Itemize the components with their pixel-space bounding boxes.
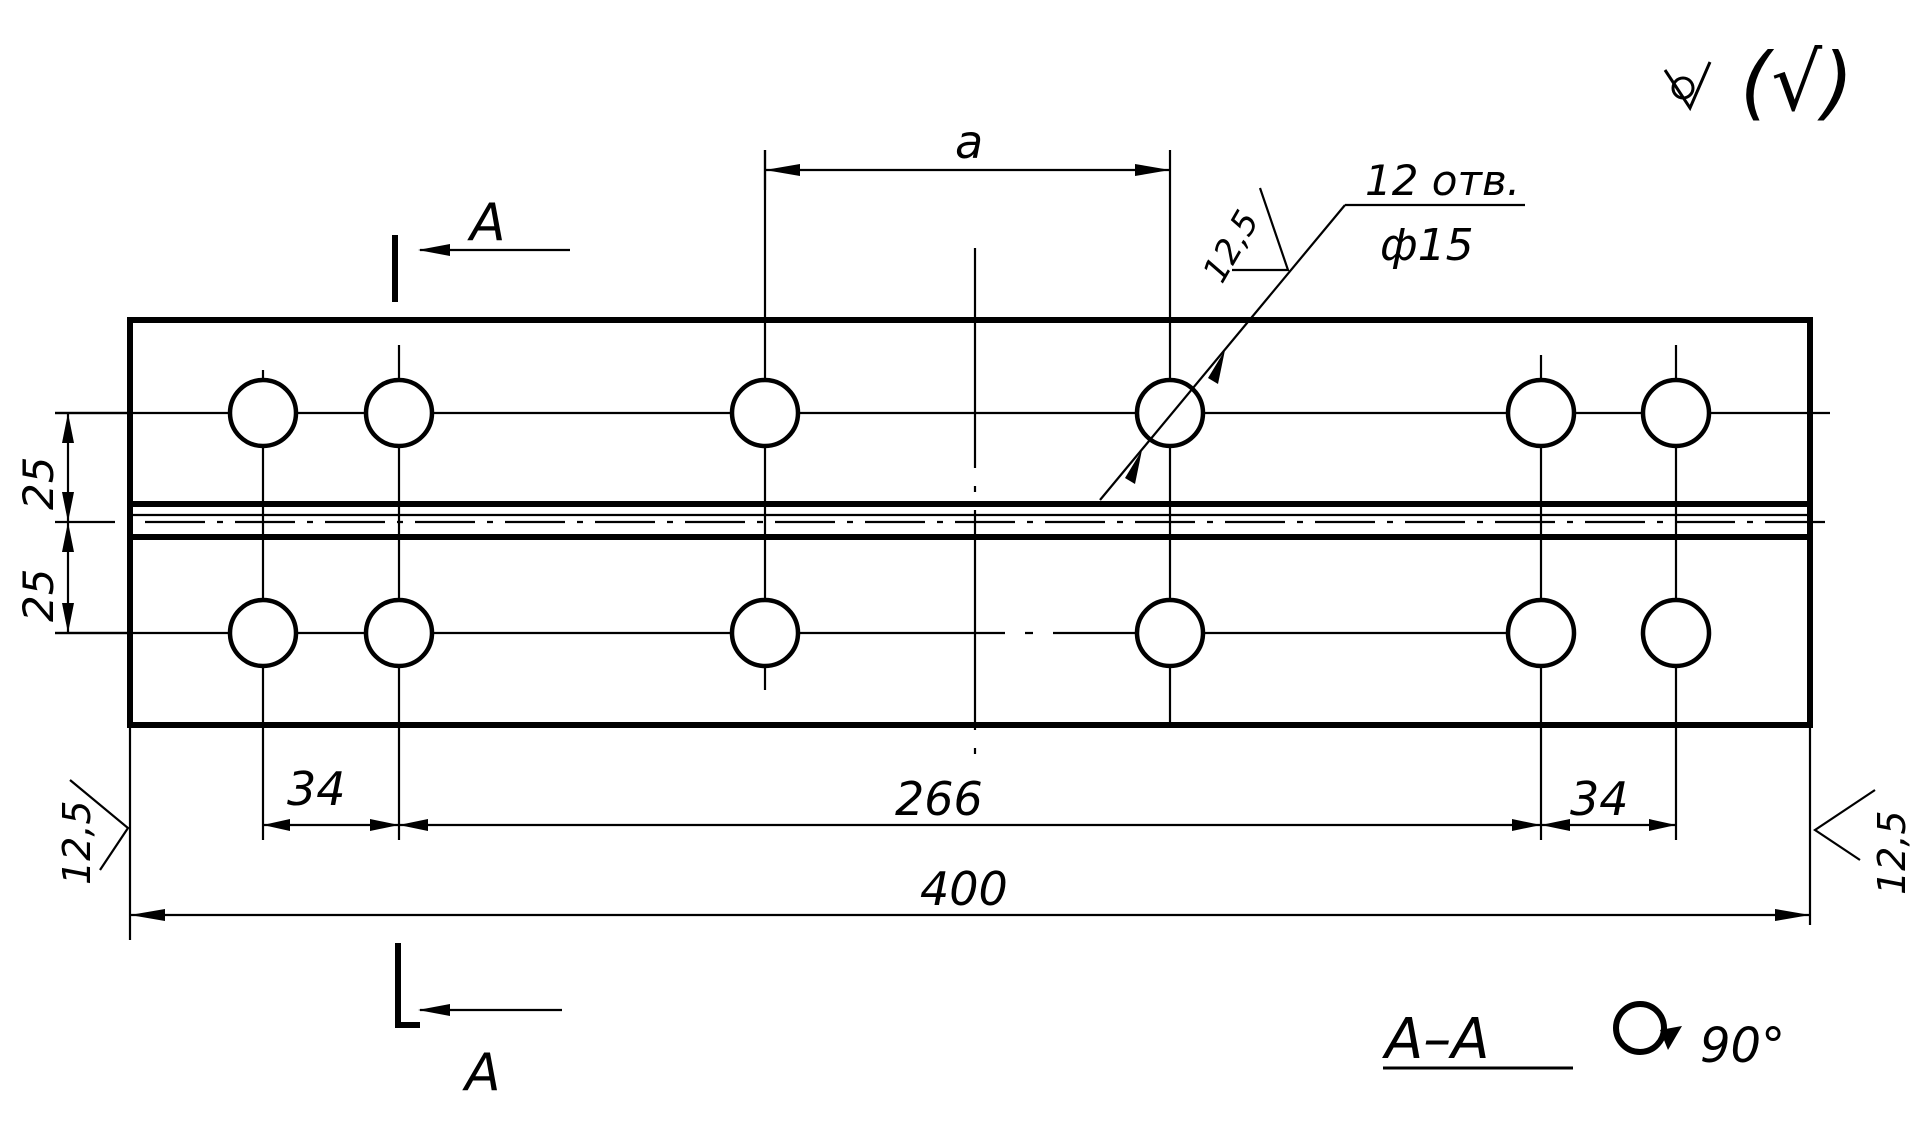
- section-arrow-bottom-head: [418, 1004, 450, 1016]
- dim-label-25-bottom: 25: [14, 569, 63, 622]
- arrow-400-left: [130, 909, 165, 921]
- roughness-check: [1663, 61, 1712, 112]
- hole-note-arrow-1: [1125, 450, 1142, 484]
- dim-label-266: 266: [895, 772, 983, 826]
- hole-12: [1640, 597, 1712, 669]
- hole-8: [363, 597, 435, 669]
- hole-9: [729, 597, 801, 669]
- arrow-34r-right: [1649, 819, 1676, 831]
- dim-label-a: a: [955, 115, 983, 169]
- section-marker-bottom: [395, 943, 420, 1028]
- dim-label-34-right: 34: [1570, 772, 1629, 826]
- dim-label-12-5-right: 12,5: [1870, 810, 1914, 895]
- roughness-mark-right: [1813, 789, 1876, 861]
- roughness-leader: [1232, 187, 1290, 272]
- arrow-a-right: [1135, 164, 1170, 176]
- hole-note-arrow-2: [1208, 350, 1225, 384]
- rotation-arrow-icon: [1660, 1026, 1682, 1050]
- section-title-label: A–A: [1382, 1007, 1490, 1072]
- dim-label-400: 400: [920, 862, 1008, 916]
- arrow-25b-top: [62, 522, 74, 552]
- arrow-266-right: [1512, 819, 1541, 831]
- hole-2: [363, 377, 435, 449]
- section-arrow-top-head: [418, 244, 450, 256]
- hole-5: [1505, 377, 1577, 449]
- hole-1: [227, 377, 299, 449]
- arrow-400-right: [1775, 909, 1810, 921]
- hole-note-diameter: ф15: [1380, 220, 1474, 271]
- dim-label-12-5-leader: 12,5: [1195, 204, 1267, 290]
- arrow-34l-left: [263, 819, 290, 831]
- roughness-paren: (√): [1740, 36, 1853, 129]
- hole-10: [1134, 597, 1206, 669]
- dim-label-12-5-left: 12,5: [55, 800, 99, 885]
- section-title-angle: 90°: [1700, 1018, 1785, 1074]
- section-letter-bottom: A: [462, 1043, 501, 1103]
- arrow-25a-top: [62, 413, 74, 443]
- arrow-a-left: [765, 164, 800, 176]
- arrow-266-left: [399, 819, 428, 831]
- arrow-34l-right: [370, 819, 399, 831]
- hole-11: [1505, 597, 1577, 669]
- arrow-25b-bottom: [62, 603, 74, 633]
- arrow-34r-left: [1541, 819, 1570, 831]
- arrow-25a-bottom: [62, 492, 74, 522]
- roughness-mark-left: [69, 779, 130, 871]
- hole-3: [729, 377, 801, 449]
- hole-note-count: 12 отв.: [1365, 156, 1520, 205]
- hole-7: [227, 597, 299, 669]
- hole-note-leader: [1099, 204, 1346, 501]
- holes-group: [227, 377, 1712, 669]
- dim-label-34-left: 34: [287, 762, 346, 816]
- dim-label-25-top: 25: [14, 457, 63, 510]
- hole-6: [1640, 377, 1712, 449]
- hole-4: [1134, 377, 1206, 449]
- section-letter-top: A: [467, 193, 506, 253]
- rotation-circle: [1613, 1001, 1667, 1055]
